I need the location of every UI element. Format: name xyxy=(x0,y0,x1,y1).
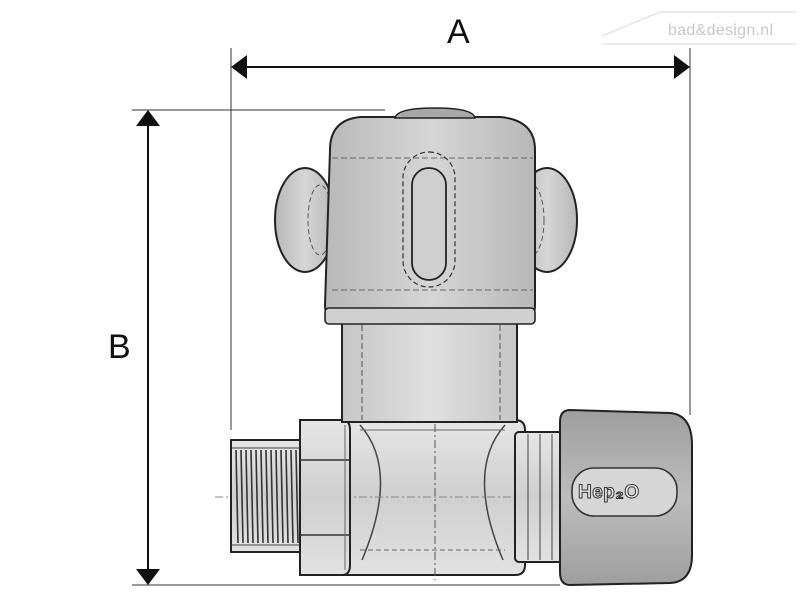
indicator-slot xyxy=(411,167,447,281)
outlet-collar xyxy=(514,431,566,563)
valve-stem xyxy=(341,321,518,423)
watermark-graphic xyxy=(601,11,796,45)
product-logo: Hep₂O xyxy=(578,482,640,504)
push-fit-cap xyxy=(559,408,693,587)
thread-line xyxy=(235,449,239,544)
dimension-a-label: A xyxy=(447,13,470,51)
dimension-b-label: B xyxy=(108,328,131,366)
indicator-window xyxy=(402,151,456,288)
thread-line xyxy=(240,449,244,544)
thread-line xyxy=(265,449,269,544)
dimension-b xyxy=(132,109,560,586)
handwheel xyxy=(274,107,578,325)
hex-nut xyxy=(299,419,351,576)
threaded-inlet xyxy=(230,439,302,553)
thread-line xyxy=(255,449,259,544)
thread-line xyxy=(270,449,274,544)
thread-line xyxy=(280,449,284,544)
thread-line xyxy=(260,449,264,544)
arrowhead-left xyxy=(231,55,247,79)
arrowhead-right xyxy=(674,55,690,79)
watermark-text: bad&design.nl xyxy=(668,22,774,39)
thread-line xyxy=(250,449,254,544)
thread-line xyxy=(275,449,279,544)
arrowhead-bottom xyxy=(136,569,160,585)
thread-line xyxy=(295,449,299,544)
thread-line xyxy=(245,449,249,544)
arrowhead-top xyxy=(136,110,160,126)
thread-line xyxy=(285,449,289,544)
logo-plate xyxy=(571,467,678,517)
thread-line xyxy=(290,449,294,544)
dimension-a xyxy=(230,48,691,430)
